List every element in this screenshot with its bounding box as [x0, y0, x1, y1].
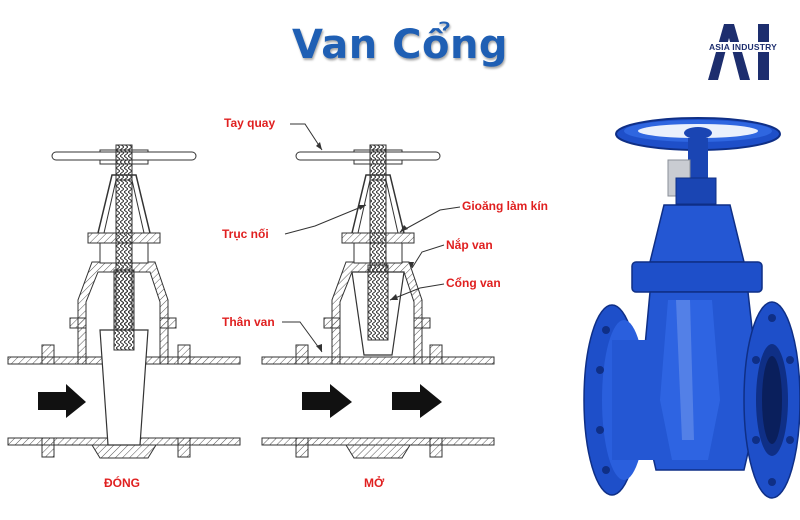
label-body: Thân van — [222, 315, 275, 329]
gate-valve-product-render — [583, 117, 800, 499]
flow-arrow-icon — [38, 384, 86, 418]
state-open-label: MỞ — [364, 476, 385, 490]
pipe-open — [261, 344, 495, 458]
flow-arrow-icon — [392, 384, 442, 418]
label-gate: Cổng van — [446, 276, 501, 290]
valve-body-open — [323, 261, 431, 459]
logo-text: ASIA INDUSTRY — [700, 42, 786, 52]
closed-valve-diagram — [7, 144, 241, 459]
page-title: Van Cổng — [291, 22, 509, 68]
state-closed-label: ĐÓNG — [104, 476, 140, 490]
label-bonnet: Nắp van — [446, 238, 493, 252]
label-gasket: Gioăng làm kín — [462, 199, 549, 213]
label-leader-lines — [282, 123, 461, 353]
flow-arrow-icon — [302, 384, 352, 418]
handwheel-open — [295, 151, 441, 161]
label-stem: Trục nối — [222, 227, 269, 241]
leader-arrowheads — [316, 142, 414, 352]
open-valve-diagram — [261, 123, 495, 459]
asia-industry-logo: ASIA INDUSTRY — [700, 20, 786, 82]
valve-body-closed — [69, 261, 177, 459]
label-handwheel: Tay quay — [224, 116, 276, 130]
ai-logo-icon — [708, 24, 769, 80]
